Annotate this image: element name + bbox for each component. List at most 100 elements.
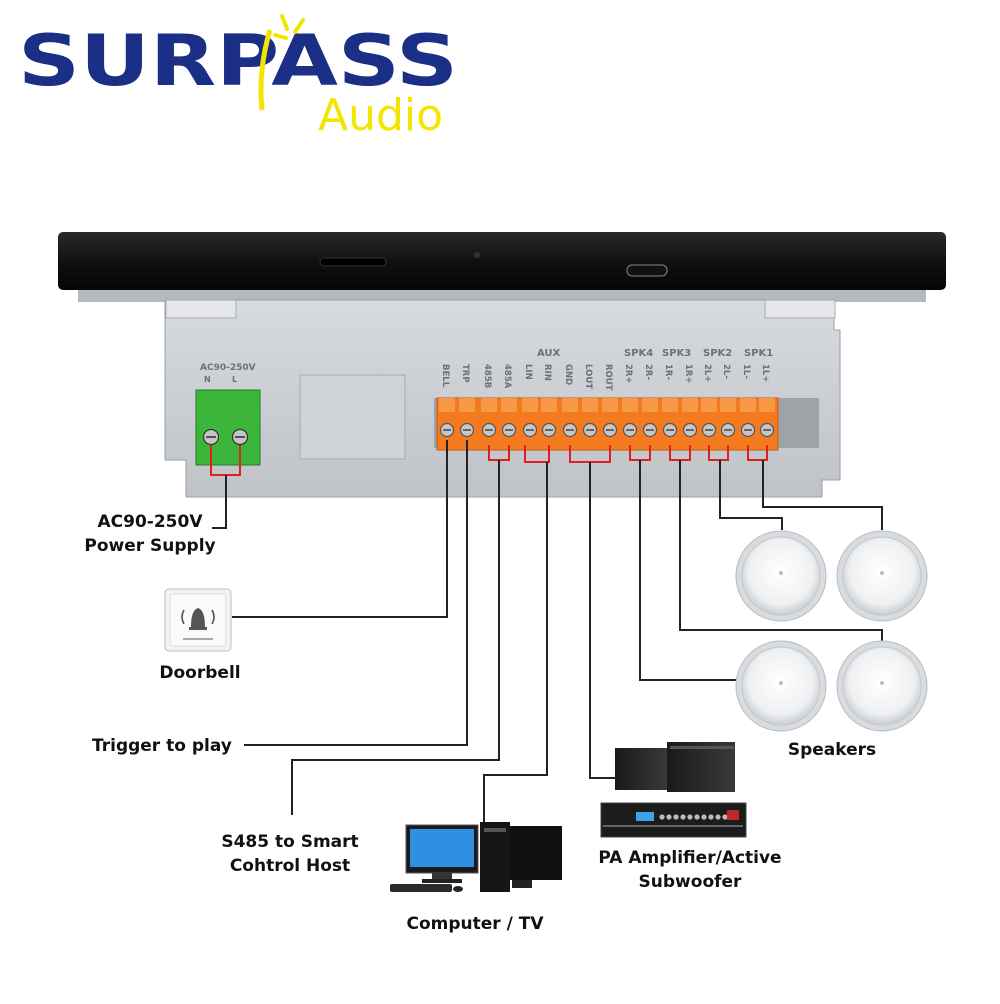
terminal-label: BELL — [440, 364, 450, 388]
amplifier-label: PA Amplifier/Active Subwoofer — [575, 846, 805, 894]
amplifier-knob — [715, 814, 721, 820]
amplifier-knob — [673, 814, 679, 820]
s485-label-line2: Cohtrol Host — [229, 856, 351, 876]
terminal-label: LIN — [523, 364, 533, 380]
speaker-logo — [779, 681, 783, 685]
terminal-label: 485B — [482, 364, 492, 388]
terminal-label: 1L+ — [760, 364, 770, 382]
amplifier-power — [727, 810, 739, 820]
speaker-3-icon — [735, 640, 827, 732]
amplifier-chassis — [600, 802, 747, 838]
surpass-audio-logo: SURPASS Audio — [18, 14, 458, 141]
terminal-clamp — [720, 398, 736, 412]
power-pin-label: N — [204, 375, 211, 384]
microphone-hole — [474, 252, 480, 258]
subwoofer-edge — [670, 746, 734, 749]
doorbell-caption — [183, 638, 213, 640]
terminal-clamp — [662, 398, 678, 412]
amplifier-knob — [666, 814, 672, 820]
spk1-wire-loop — [747, 445, 768, 461]
terminal-clamp — [642, 398, 658, 412]
speaker-4-icon — [836, 640, 928, 732]
amplifier-knob — [722, 814, 728, 820]
speaker-logo — [880, 571, 884, 575]
terminal-label: 2L+ — [702, 364, 712, 382]
amplifier-knob — [687, 814, 693, 820]
bell-icon — [191, 608, 205, 627]
amplifier-knob — [708, 814, 714, 820]
speaker-grille — [842, 646, 922, 726]
speaker-grille — [842, 536, 922, 616]
doorbell-label: Doorbell — [159, 663, 241, 683]
amplifier-knob — [694, 814, 700, 820]
pc-drive — [484, 828, 506, 832]
s485-label: S485 to Smart Cohtrol Host — [205, 830, 375, 878]
power-wire — [212, 475, 227, 529]
terminal-clamp — [682, 398, 698, 412]
pc-tower — [480, 822, 510, 892]
trigger-wire — [244, 440, 468, 746]
power-supply-label: AC90-250V Power Supply — [80, 510, 220, 558]
terminal-clamp — [439, 398, 455, 412]
logo-wordmark: SURPASS — [18, 20, 458, 102]
speakers-label: Speakers — [787, 740, 877, 760]
logo-swoosh-icon — [258, 29, 273, 111]
spk3-wire — [679, 460, 883, 643]
spk2-wire-loop — [708, 445, 729, 461]
tv-screen — [510, 826, 562, 880]
terminal-label: 2R+ — [623, 364, 633, 384]
mount-tab-left — [165, 299, 237, 319]
speaker-grille — [741, 646, 821, 726]
speaker-2-icon — [836, 530, 928, 622]
power-terminal-header: AC90-250V — [200, 363, 256, 373]
trigger-label: Trigger to play — [92, 736, 232, 756]
subwoofer-right — [667, 742, 735, 792]
subwoofer-icon — [615, 742, 735, 792]
terminal-clamp — [602, 398, 618, 412]
label-recess — [299, 374, 406, 460]
mount-tab-right — [764, 299, 836, 319]
terminal-clamp — [501, 398, 517, 412]
amplifier-knob — [701, 814, 707, 820]
terminal-clamp — [481, 398, 497, 412]
speaker-group-label: SPK1 — [744, 348, 773, 359]
amplifier-knob — [680, 814, 686, 820]
terminal-label: GND — [563, 364, 573, 385]
computer-icon — [390, 822, 562, 892]
terminal-clamp — [622, 398, 638, 412]
subwoofer-left — [615, 748, 670, 790]
s485-label-line1: S485 to Smart — [221, 832, 359, 852]
amplifier-knob — [659, 814, 665, 820]
bell-waves — [181, 609, 215, 625]
speaker-group-label: SPK2 — [703, 348, 732, 359]
terminal-label: 2L- — [721, 364, 731, 379]
terminal-clamp — [522, 398, 538, 412]
terminal-label: 1R- — [663, 364, 673, 380]
amplifier-strip — [603, 825, 743, 827]
glass-front — [58, 232, 946, 290]
aux-in-wire — [483, 462, 548, 825]
power-supply-label-line1: AC90-250V — [97, 512, 203, 532]
speaker-logo — [880, 681, 884, 685]
terminal-label: 2R- — [643, 364, 653, 380]
logo-subtitle: Audio — [318, 90, 443, 141]
aux-group-label: AUX — [537, 348, 561, 359]
terminal-label: 1R+ — [683, 364, 693, 384]
power-terminal-block — [195, 389, 261, 466]
amplifier-label-line1: PA Amplifier/Active — [598, 848, 782, 868]
logo-sparkle-icon — [273, 14, 305, 40]
speaker-grille — [741, 536, 821, 616]
speaker-small — [512, 880, 532, 888]
monitor-screen — [410, 829, 474, 867]
speaker-1-icon — [735, 530, 827, 622]
keyboard — [390, 884, 452, 892]
terminal-clamp — [541, 398, 557, 412]
doorbell-wire — [232, 440, 448, 618]
aux-in-wire-loop — [524, 445, 550, 463]
device-frame — [78, 290, 926, 302]
speaker-logo — [779, 571, 783, 575]
spk2-wire — [719, 460, 783, 530]
